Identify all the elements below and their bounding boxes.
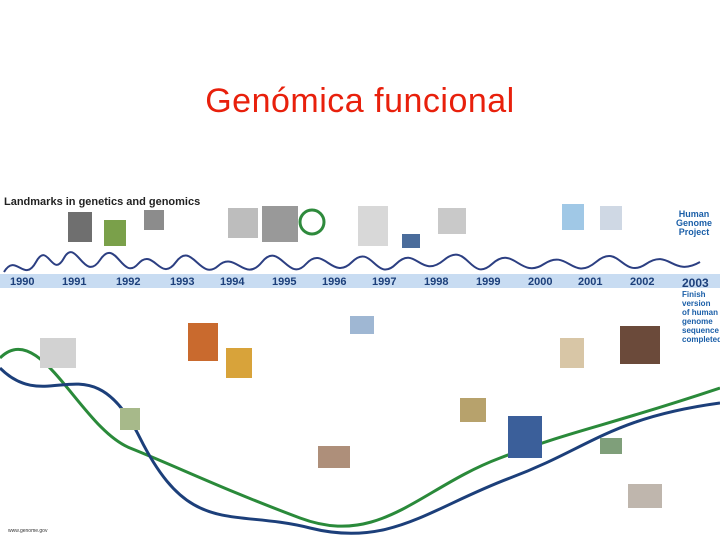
photo-pufferfish	[600, 438, 622, 454]
year-2002: 2002	[630, 276, 655, 288]
year-1998: 1998	[424, 276, 449, 288]
dna-strand-b	[0, 366, 720, 535]
photo-microarray	[562, 204, 584, 230]
year-2000: 2000	[528, 276, 553, 288]
photo-rat	[628, 484, 662, 508]
photo-sequencer	[402, 234, 420, 248]
year-1990: 1990	[10, 276, 35, 288]
photo-science-cover	[188, 323, 218, 361]
photo-autoradiograph	[358, 206, 388, 246]
photo-book	[438, 208, 466, 234]
year-2003: 2003	[682, 276, 709, 290]
year-1993: 1993	[170, 276, 195, 288]
photo-worm	[560, 338, 584, 368]
photo-yeast	[120, 408, 140, 430]
year-1999: 1999	[476, 276, 501, 288]
photo-gel	[228, 208, 258, 238]
year-1995: 1995	[272, 276, 297, 288]
year-1992: 1992	[116, 276, 141, 288]
photo-nature-cover	[508, 416, 542, 458]
timeline-poster: Landmarks in genetics and genomics Human…	[0, 188, 720, 540]
hgp-logo: Human Genome Project	[675, 209, 712, 237]
photo-helix	[262, 206, 298, 242]
poster-graphics	[0, 188, 720, 540]
photo-magazines	[620, 326, 660, 364]
photo-genome-mag	[226, 348, 252, 378]
chromosome-strand	[3, 251, 701, 273]
slide-title: Genómica funcional	[205, 82, 515, 120]
dna-strand-a	[0, 348, 720, 528]
year-2001: 2001	[578, 276, 603, 288]
final-version-text: Finish version of human genome sequence …	[682, 290, 720, 344]
photo-plasmid	[298, 208, 326, 236]
photo-chromosomes	[40, 338, 76, 368]
year-1991: 1991	[62, 276, 87, 288]
photo-pea-plant	[104, 220, 126, 246]
poster-title: Landmarks in genetics and genomics	[4, 196, 201, 208]
year-1997: 1997	[372, 276, 397, 288]
year-1996: 1996	[322, 276, 347, 288]
photo-genome-cover	[600, 206, 622, 230]
photo-fly	[460, 398, 486, 422]
photo-chromosome	[144, 210, 164, 230]
timeline-band	[0, 274, 720, 288]
photo-mendel	[68, 212, 92, 242]
poster-background	[0, 188, 720, 540]
poster-footer: www.genome.gov	[8, 528, 48, 534]
photo-table	[350, 316, 374, 334]
year-1994: 1994	[220, 276, 245, 288]
photo-mouse	[318, 446, 350, 468]
